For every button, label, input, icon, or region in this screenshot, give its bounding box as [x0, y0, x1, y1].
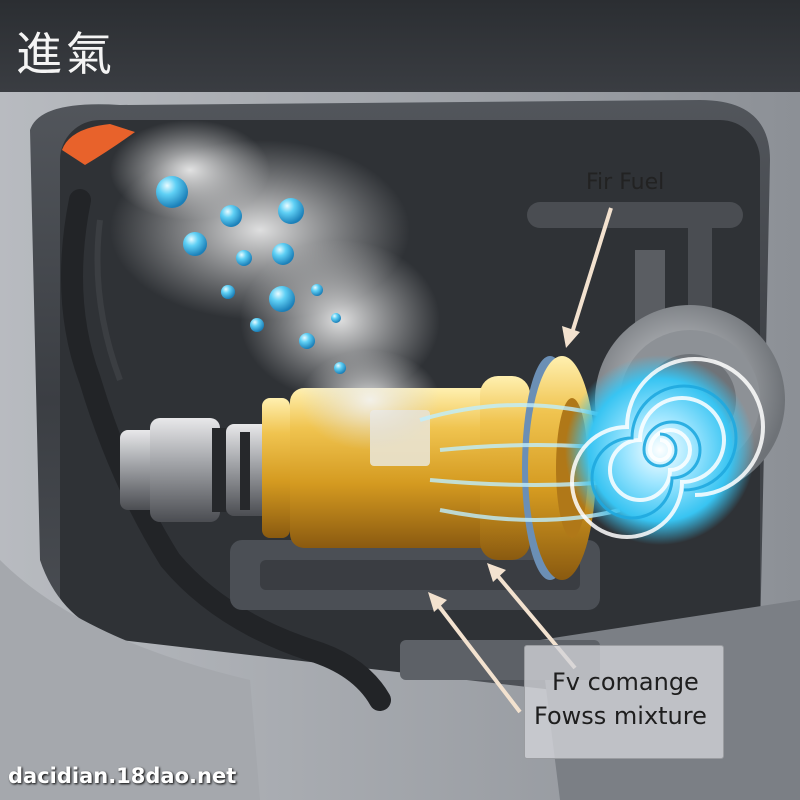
- air-swirl: [565, 355, 765, 545]
- mixture-label-line2: Fowss mixture: [534, 702, 707, 730]
- mixture-pointer-arrow-2: [428, 592, 522, 714]
- mixture-label-line1: Fv comange: [552, 668, 699, 696]
- mixture-label-box: [524, 645, 724, 759]
- watermark: dacidian.18dao.net: [8, 764, 237, 788]
- fuel-pointer-arrow: [562, 207, 613, 348]
- page-title: 進氣: [16, 27, 116, 81]
- fuel-label: Fir Fuel: [586, 170, 665, 195]
- fuel-droplets: [156, 176, 346, 374]
- title-bar: 進氣: [0, 0, 800, 92]
- steel-fitting: [120, 418, 276, 522]
